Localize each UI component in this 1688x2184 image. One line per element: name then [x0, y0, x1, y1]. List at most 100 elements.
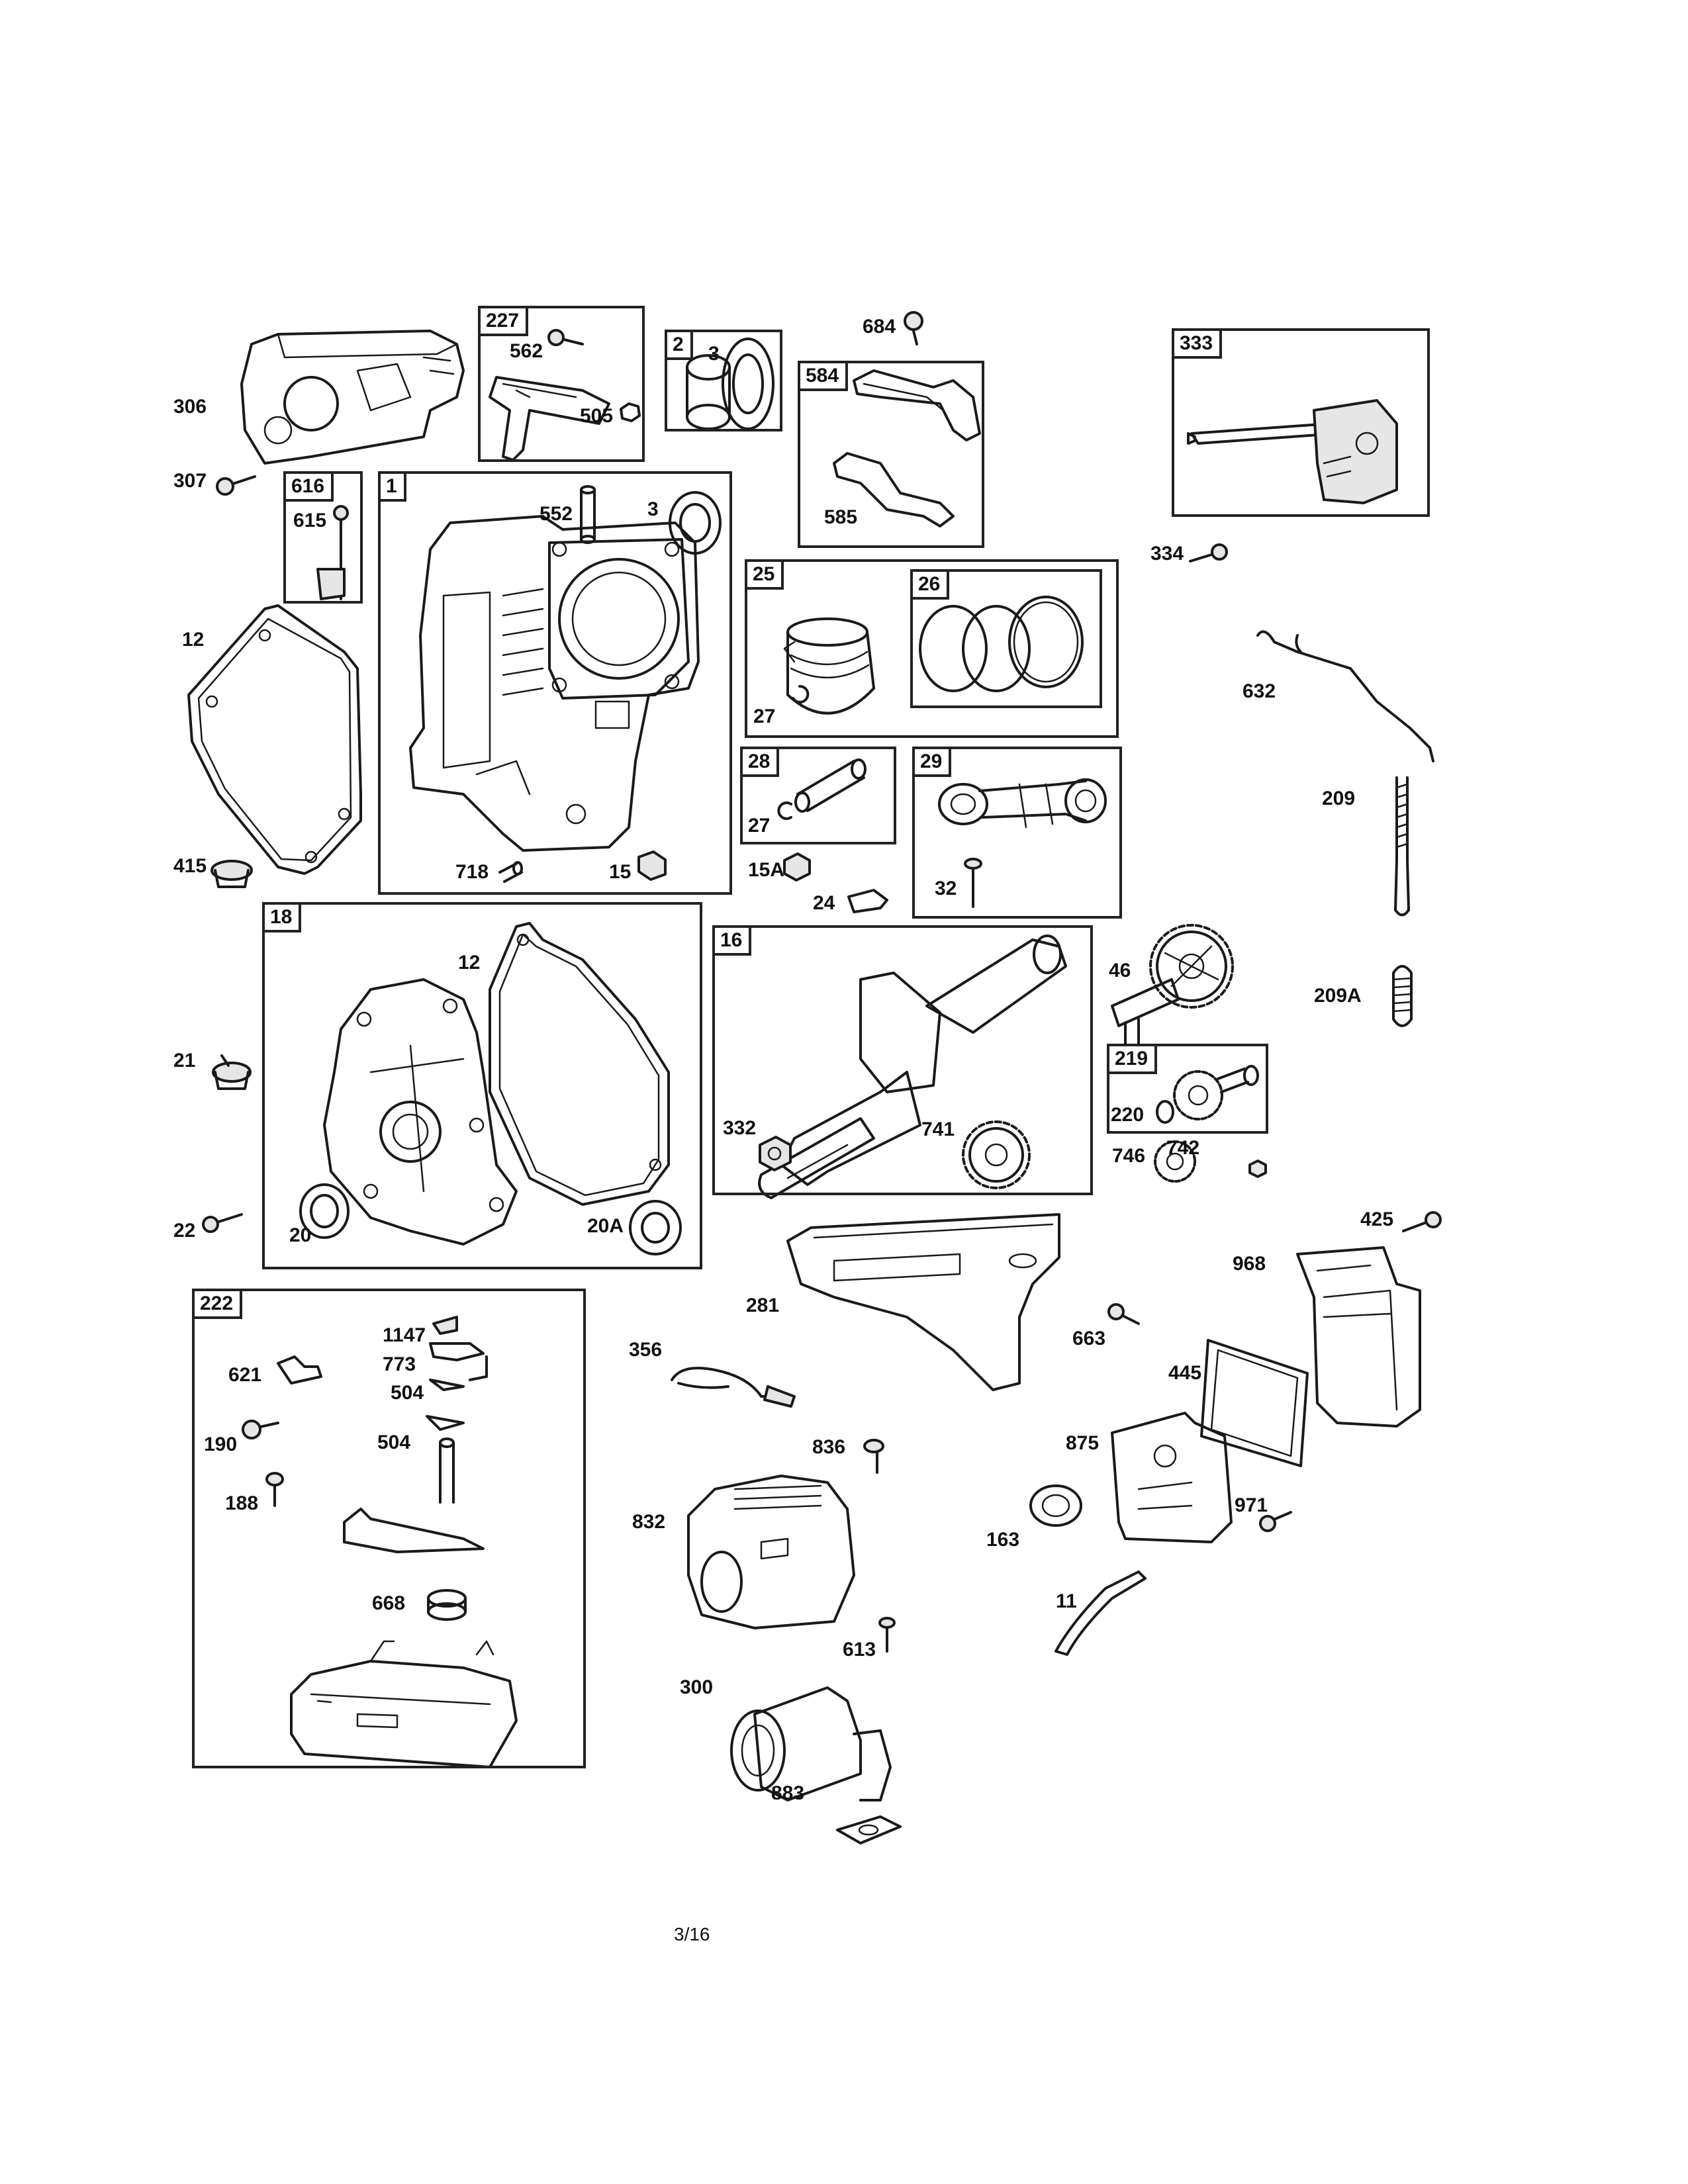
callout-15: 15: [609, 861, 632, 883]
callout-190: 190: [204, 1433, 238, 1455]
callout-15A: 15A: [748, 859, 785, 881]
group-box-29: 29: [912, 747, 1122, 919]
group-box-25: 25: [745, 559, 1119, 738]
wire-356: [671, 1367, 796, 1408]
callout-875: 875: [1066, 1432, 1100, 1454]
muffler-300: [730, 1686, 892, 1801]
callout-663: 663: [1072, 1328, 1106, 1349]
callout-613: 613: [843, 1639, 876, 1661]
callout-718: 718: [455, 861, 489, 883]
group-tag-28: 28: [740, 747, 780, 777]
group-box-2: 2: [665, 330, 782, 432]
callout-585: 585: [824, 506, 858, 528]
spring-209A: [1392, 965, 1413, 1027]
group-box-18: 18: [262, 902, 702, 1269]
air-filter-445: [1200, 1339, 1309, 1467]
group-box-227: 227: [478, 306, 645, 462]
screw-971: [1259, 1511, 1292, 1532]
nut-742: [1248, 1160, 1267, 1178]
group-box-222: 222: [192, 1289, 586, 1768]
screw-425: [1402, 1211, 1442, 1232]
bolt-32: [964, 858, 982, 908]
screw-334: [1189, 543, 1228, 563]
callout-552: 552: [539, 503, 573, 525]
callout-300: 300: [680, 1676, 714, 1698]
crankcase-cover-18: [323, 978, 518, 1246]
page-number: 3/16: [674, 1924, 710, 1944]
callout-27-pin: 27: [748, 815, 771, 837]
oil-seal-20: [299, 1183, 350, 1239]
nut-332: [759, 1136, 792, 1171]
callout-836: 836: [812, 1436, 846, 1458]
callout-971: 971: [1235, 1494, 1268, 1516]
callout-668: 668: [372, 1592, 406, 1614]
callout-562: 562: [510, 340, 543, 362]
group-tag-25: 25: [745, 559, 784, 590]
gear-741: [962, 1120, 1031, 1189]
callout-3-block: 3: [647, 498, 659, 520]
governor-219: [1156, 1065, 1259, 1124]
group-tag-18: 18: [262, 902, 302, 933]
group-box-584: 584: [798, 361, 984, 548]
group-tag-227: 227: [478, 306, 529, 336]
wrist-pin-28: [777, 758, 867, 820]
callout-684: 684: [863, 316, 896, 338]
callout-746: 746: [1112, 1145, 1146, 1167]
piston-25: [783, 617, 875, 715]
air-cleaner-base-968: [1296, 1246, 1421, 1428]
callout-968: 968: [1233, 1253, 1266, 1275]
callout-742: 742: [1166, 1137, 1200, 1159]
group-box-16: 16: [712, 925, 1093, 1195]
group-box-616: 616: [283, 471, 363, 604]
gasket-12-right: [489, 922, 670, 1206]
group-box-26: 26: [910, 569, 1102, 708]
pin-718: [498, 861, 523, 883]
breather-584-585: [833, 369, 981, 527]
camshaft-46: [1111, 924, 1234, 1050]
callout-188: 188: [225, 1492, 259, 1514]
group-box-333: 333: [1172, 328, 1430, 517]
gasket-883: [836, 1815, 902, 1844]
screw-613: [878, 1617, 896, 1653]
callout-504-lower: 504: [377, 1432, 411, 1453]
blower-housing-306: [240, 330, 465, 465]
callout-46: 46: [1109, 960, 1131, 981]
callout-425: 425: [1360, 1208, 1394, 1230]
group-box-28: 28: [740, 747, 896, 844]
bolt-22: [202, 1213, 243, 1233]
callout-11: 11: [1056, 1590, 1077, 1612]
callout-504-upper: 504: [391, 1382, 424, 1404]
callout-163: 163: [986, 1529, 1020, 1551]
callout-334: 334: [1150, 543, 1184, 565]
callout-832: 832: [632, 1511, 666, 1533]
callout-621: 621: [228, 1364, 262, 1386]
oil-seal-3-block: [669, 491, 722, 555]
dowel-552: [580, 485, 596, 544]
callout-445: 445: [1168, 1362, 1202, 1384]
gasket-163: [1029, 1484, 1082, 1527]
callout-27-piston: 27: [753, 705, 776, 727]
group-tag-222: 222: [192, 1289, 243, 1319]
screw-836: [863, 1439, 884, 1474]
callout-3-sleeve: 3: [708, 343, 720, 365]
link-632: [1256, 630, 1434, 762]
plug-415: [211, 860, 253, 888]
callout-415: 415: [173, 855, 207, 877]
callout-20: 20: [289, 1224, 312, 1246]
callout-307: 307: [173, 470, 207, 492]
screw-307: [216, 475, 256, 496]
callout-632: 632: [1243, 680, 1276, 702]
group-tag-16: 16: [712, 925, 752, 956]
connecting-rod-29: [938, 778, 1107, 829]
sensor-616: [316, 505, 349, 600]
plate-875: [1111, 1412, 1233, 1543]
callout-356: 356: [629, 1339, 663, 1361]
bracket-227: [489, 329, 641, 461]
callout-12-right: 12: [458, 952, 481, 974]
nut-15: [637, 850, 667, 881]
shroud-281: [786, 1213, 1060, 1391]
callout-306: 306: [173, 396, 207, 418]
control-bracket-222: [242, 1316, 518, 1768]
